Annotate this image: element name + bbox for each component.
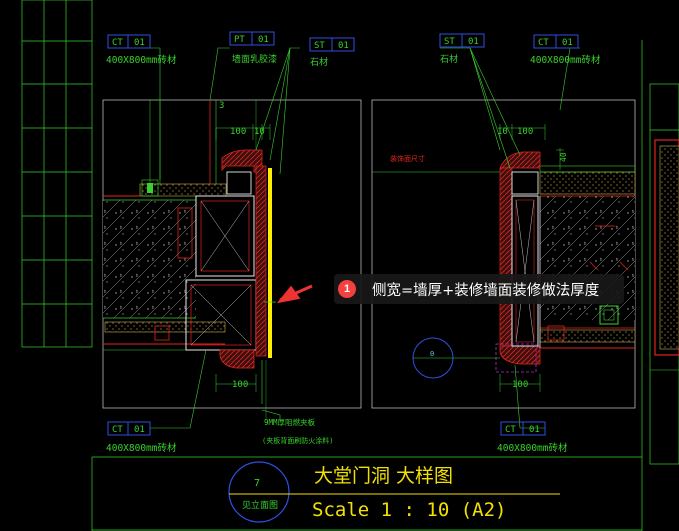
tag-description: 400X800mm砖材 [106,54,177,66]
note-board-line2: (夹板背面刷防火涂料) [262,436,333,445]
tag-number: 01 [134,38,145,48]
tag-ct-top-right: CT 01 400X800mm砖材 [530,34,601,66]
tag-number: 01 [529,425,540,435]
note-room: 装饰面尺寸 [390,154,425,163]
dim-left-top-100: 100 [230,127,246,137]
left-frame-upper [195,195,255,277]
tag-ct-top-left: CT 01 400X800mm砖材 [106,34,177,66]
dim-right-top-100: 100 [517,127,533,137]
tag-code: CT [112,38,123,48]
grid-bubble-mark: 0 [430,350,434,358]
annotation-callout: 1 侧宽=墙厚+装修墙面装修做法厚度 [334,274,624,304]
left-tile-band-bottom [104,321,226,333]
tag-description: 石材 [440,53,458,65]
leader-lines [150,47,580,429]
tag-number: 01 [468,37,479,47]
right-frame-upper [511,171,539,195]
tag-description: 400X800mm砖材 [530,54,601,66]
tag-number: 01 [134,425,145,435]
drawing-title: 大堂门洞 大样图 [314,465,453,487]
left-small-mark: 3 [219,101,224,111]
annotation-badge: 1 [338,280,356,298]
tag-ct-bottom-left: CT 01 400X800mm砖材 [106,421,177,454]
right-stone-cap-bottom [499,345,541,365]
title-block: 7 见立面图 大堂门洞 大样图 Scale 1 : 10 (A2) [228,461,560,523]
left-stone-cap-bottom [219,349,255,369]
title-grid-panel [21,0,93,348]
tag-st-right: ST 01 石材 [439,33,485,65]
left-stone-facing [255,165,267,357]
right-tile-band-top [539,171,636,195]
dim-right-side-40: 40 [559,152,568,162]
tag-code: ST [444,37,455,47]
right-stone-cap-top [499,151,541,169]
dim-right-bottom-100: 100 [512,380,528,390]
tag-description: 石材 [310,56,328,68]
annotation-text: 侧宽=墙厚+装修墙面装修做法厚度 [372,282,600,299]
tag-code: CT [112,425,123,435]
left-section: 3 [103,99,276,420]
tag-number: 01 [258,35,269,45]
callout-number: 7 [254,478,260,489]
tag-number: 01 [562,38,573,48]
right-section [372,124,636,392]
note-board-line1: 9MM厚阻燃夹板 [264,417,316,427]
callout-label: 见立面图 [242,499,278,511]
dim-left-bottom-100: 100 [232,380,248,390]
tag-st-left: ST 01 石材 [309,37,355,68]
tag-code: ST [314,41,325,51]
adjacent-elevation-fragment [650,139,679,371]
left-tile-band-top [139,183,227,197]
tag-code: CT [538,38,549,48]
left-stone-cap-top [221,149,263,173]
tag-description: 400X800mm砖材 [497,442,568,454]
right-frame-lower [511,195,539,347]
tag-number: 01 [338,41,349,51]
sheet-border [91,40,679,531]
tag-code: PT [234,35,245,45]
left-concrete-wall [103,200,196,318]
tag-ct-bottom-right: CT 01 400X800mm砖材 [497,421,568,454]
red-arrow [276,284,313,304]
tag-description: 墙面乳胶漆 [232,53,277,65]
drawing-scale: Scale 1 : 10 (A2) [312,499,506,521]
dim-left-top-10: 10 [254,127,265,137]
right-stone-facing [499,167,513,347]
dim-right-top-10: 10 [497,127,508,137]
tag-pt: PT 01 墙面乳胶漆 [229,31,277,65]
tag-description: 400X800mm砖材 [106,442,177,454]
tag-code: CT [505,425,516,435]
